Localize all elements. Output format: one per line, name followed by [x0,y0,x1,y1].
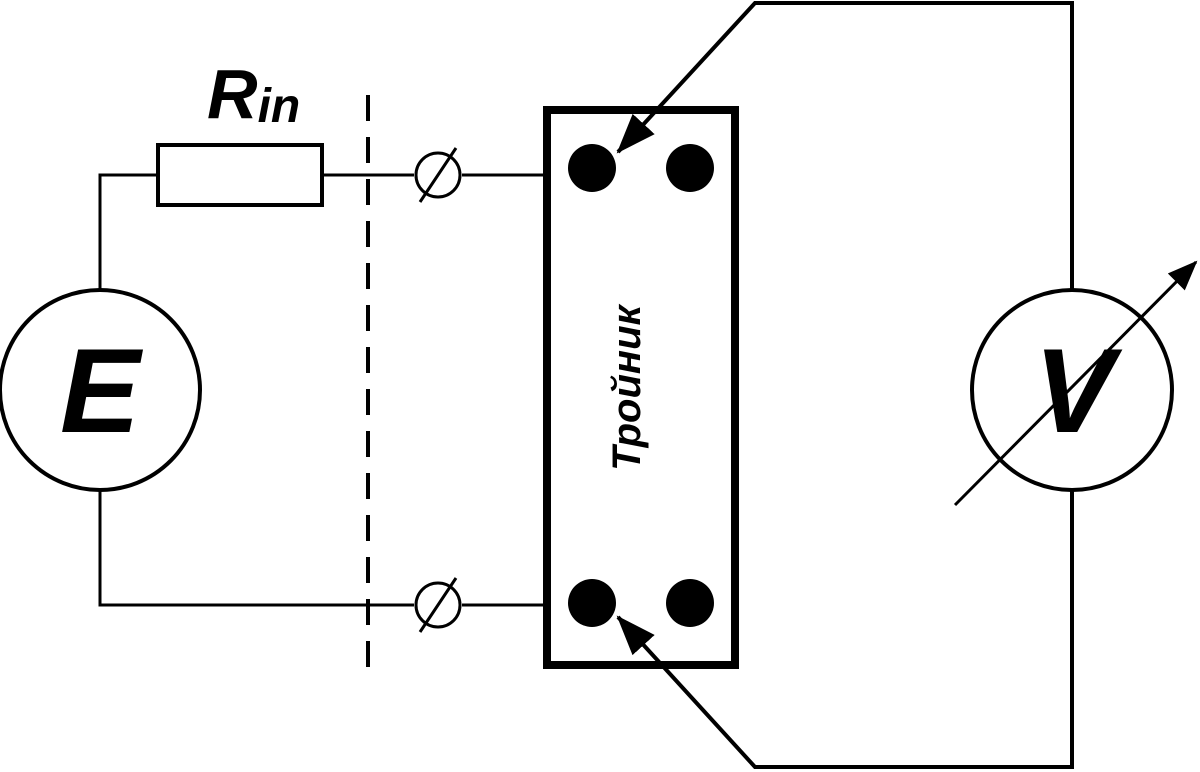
wire-voltmeter-top [616,1,1074,290]
wire-source-bottom [98,490,414,607]
source-label: E [60,324,144,458]
voltage-source: E [0,288,202,492]
wires [98,173,547,607]
terminal-bottom [414,577,462,633]
voltmeter-label: V [1034,324,1123,458]
voltmeter-wires [616,1,1074,769]
tee-block: Тройник [543,106,739,669]
wire-voltmeter-bottom [616,490,1074,769]
tee-socket-bottom-right [666,579,714,627]
tee-socket-top-right [666,144,714,192]
tee-label: Тройник [605,303,649,470]
voltmeter: V [953,260,1198,507]
tee-socket-bottom-left [568,579,616,627]
resistor-label-sub: in [258,80,301,133]
voltmeter-adjust-arrow [953,260,1198,507]
resistor-label-main: R [207,55,258,133]
tee-socket-top-left [568,144,616,192]
wire-source-top [98,173,158,290]
resistor-label: Rin [207,55,300,133]
resistor: Rin [156,55,324,207]
terminal-top [414,147,462,203]
